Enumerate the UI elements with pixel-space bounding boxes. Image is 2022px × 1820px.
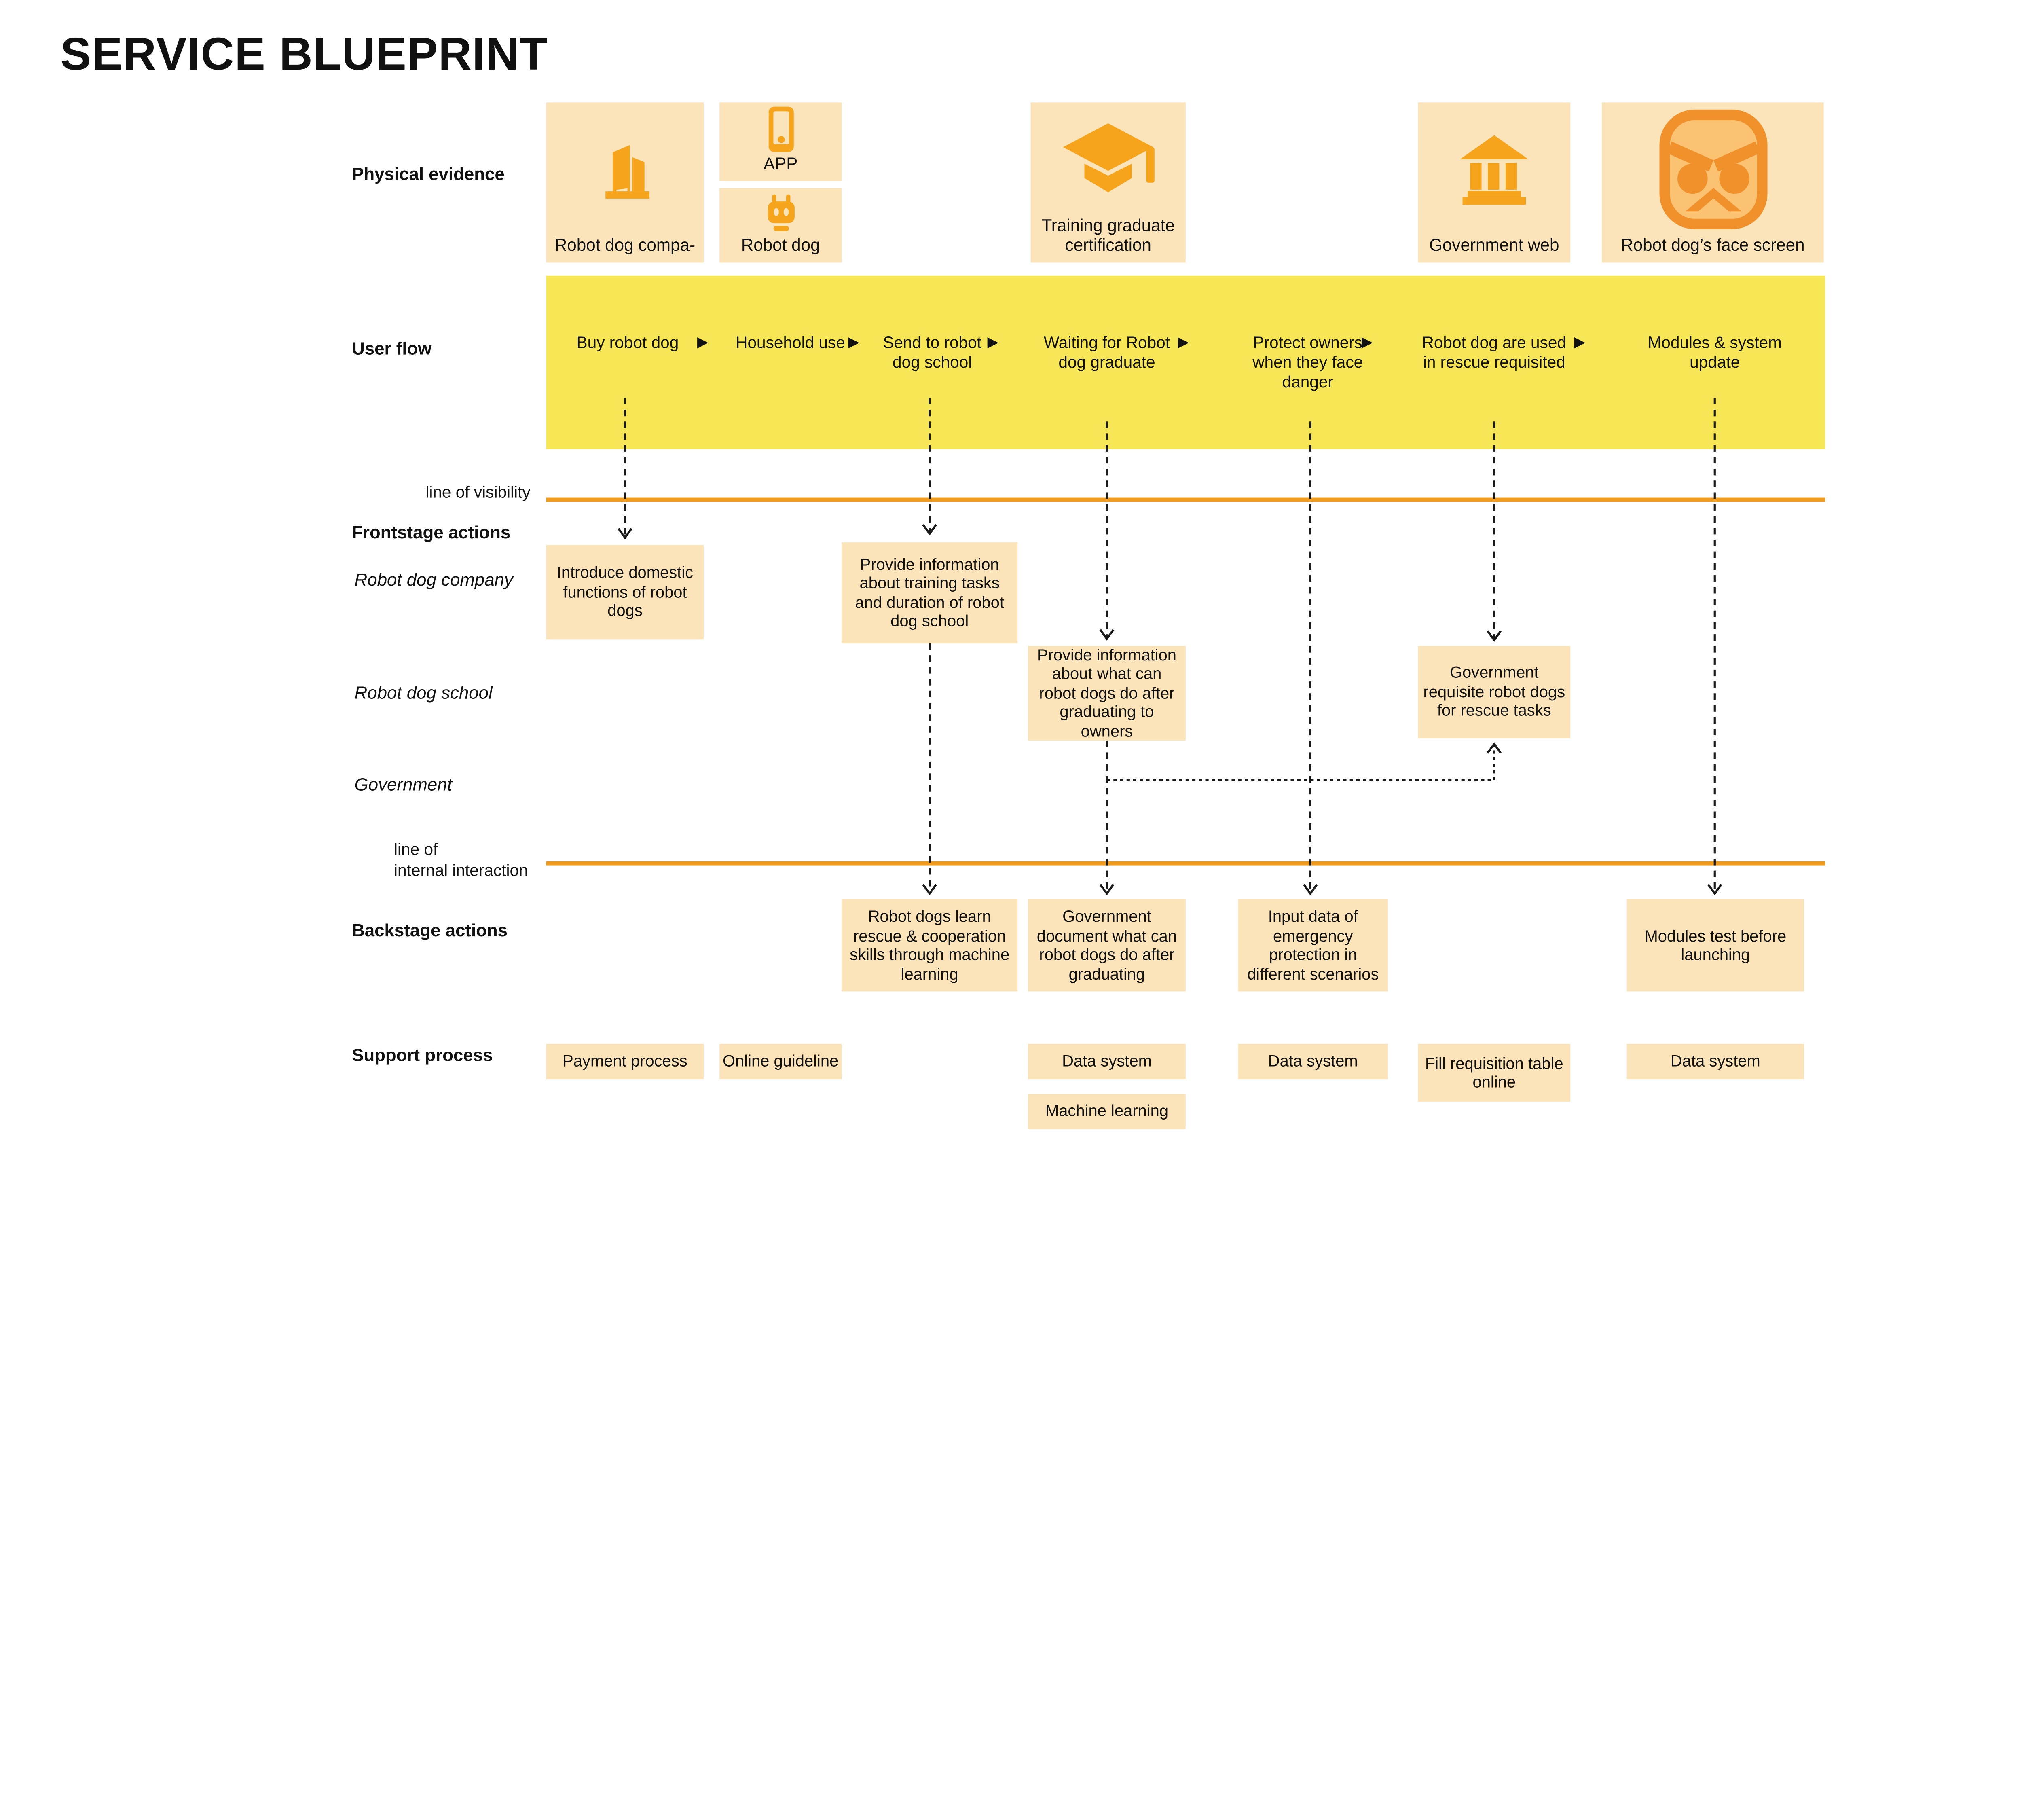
action-box: Provide information about training tasks… xyxy=(842,542,1018,643)
physical-evidence-card-company: Robot dog compa- xyxy=(546,102,704,263)
stage: SERVICE BLUEPRINT Physical evidence User… xyxy=(60,29,1825,1130)
physical-evidence-label: Training graduate certification xyxy=(1041,215,1175,255)
physical-evidence-card-app: APP xyxy=(719,102,842,182)
physical-evidence-card-government-web: Government web xyxy=(1418,102,1571,263)
line-of-visibility-label: line of visibility xyxy=(425,483,531,502)
flow-step: Modules & system update xyxy=(1648,333,1782,372)
flow-step: Buy robot dog xyxy=(576,333,679,352)
physical-evidence-label: Robot dog’s face screen xyxy=(1621,235,1805,255)
user-flow-band: Buy robot dog Household use Send to robo… xyxy=(546,275,1825,449)
action-box: Input data of emergency protection in di… xyxy=(1238,899,1388,992)
row-label-physical-evidence: Physical evidence xyxy=(352,164,505,184)
physical-evidence-card-robot-dog: Robot dog xyxy=(719,188,842,263)
graduation-cap-icon xyxy=(1058,120,1158,199)
row-label-support: Support process xyxy=(352,1045,493,1065)
physical-evidence-label: APP xyxy=(763,154,798,174)
support-box: Machine learning xyxy=(1028,1094,1186,1130)
support-box: Online guideline xyxy=(719,1044,842,1079)
bank-icon xyxy=(1453,134,1535,205)
lane-label-robot-dog-school: Robot dog school xyxy=(354,683,493,703)
support-box: Data system xyxy=(1238,1044,1388,1079)
line-of-internal-interaction-label-1: line of xyxy=(394,840,438,859)
line-of-internal-interaction-label-2: internal interaction xyxy=(394,861,528,880)
physical-evidence-label: Robot dog compa- xyxy=(554,235,696,255)
lane-label-robot-dog-company: Robot dog company xyxy=(354,570,513,590)
action-box: Provide information about what can robot… xyxy=(1028,646,1186,741)
flow-arrow-icon: ▶ xyxy=(1361,334,1373,351)
flow-arrow-icon: ▶ xyxy=(1574,334,1586,351)
row-label-backstage: Backstage actions xyxy=(352,920,508,940)
page-title: SERVICE BLUEPRINT xyxy=(60,29,548,80)
physical-evidence-card-certification: Training graduate certification xyxy=(1030,102,1186,263)
connector-government-elbow xyxy=(1107,742,1502,781)
action-box: Modules test before launching xyxy=(1626,899,1804,992)
physical-evidence-label: Government web xyxy=(1429,235,1559,255)
line-of-visibility xyxy=(546,497,1825,501)
support-box: Data system xyxy=(1028,1044,1186,1079)
row-label-user-flow: User flow xyxy=(352,339,432,359)
flow-step: Send to robot dog school xyxy=(883,333,982,372)
support-box: Data system xyxy=(1626,1044,1804,1079)
lane-label-government: Government xyxy=(354,775,452,795)
flow-arrow-icon: ▶ xyxy=(987,334,999,351)
building-icon xyxy=(588,135,662,204)
flow-arrow-icon: ▶ xyxy=(1178,334,1189,351)
physical-evidence-label: Robot dog xyxy=(741,235,820,255)
robot-head-icon xyxy=(761,193,800,232)
action-box: Robot dogs learn rescue & cooperation sk… xyxy=(842,899,1018,992)
action-box: Government requisite robot dogs for resc… xyxy=(1418,646,1571,738)
flow-step: Waiting for Robot dog graduate xyxy=(1043,333,1170,372)
flow-step: Household use xyxy=(736,333,845,352)
row-label-frontstage: Frontstage actions xyxy=(352,523,511,542)
smartphone-icon xyxy=(765,104,796,153)
flow-arrow-icon: ▶ xyxy=(848,334,859,351)
physical-evidence-card-face-screen: Robot dog’s face screen xyxy=(1602,102,1824,263)
flow-arrow-icon: ▶ xyxy=(697,334,709,351)
action-box: Introduce domestic functions of robot do… xyxy=(546,545,704,640)
support-box: Payment process xyxy=(546,1044,704,1079)
flow-step: Protect owners when they face danger xyxy=(1252,333,1363,392)
line-of-internal-interaction xyxy=(546,861,1825,865)
angry-face-screen-icon xyxy=(1656,109,1769,230)
support-box: Fill requisition table online xyxy=(1418,1044,1571,1102)
flow-step: Robot dog are used in rescue requisited xyxy=(1422,333,1567,372)
action-box: Government document what can robot dogs … xyxy=(1028,899,1186,992)
